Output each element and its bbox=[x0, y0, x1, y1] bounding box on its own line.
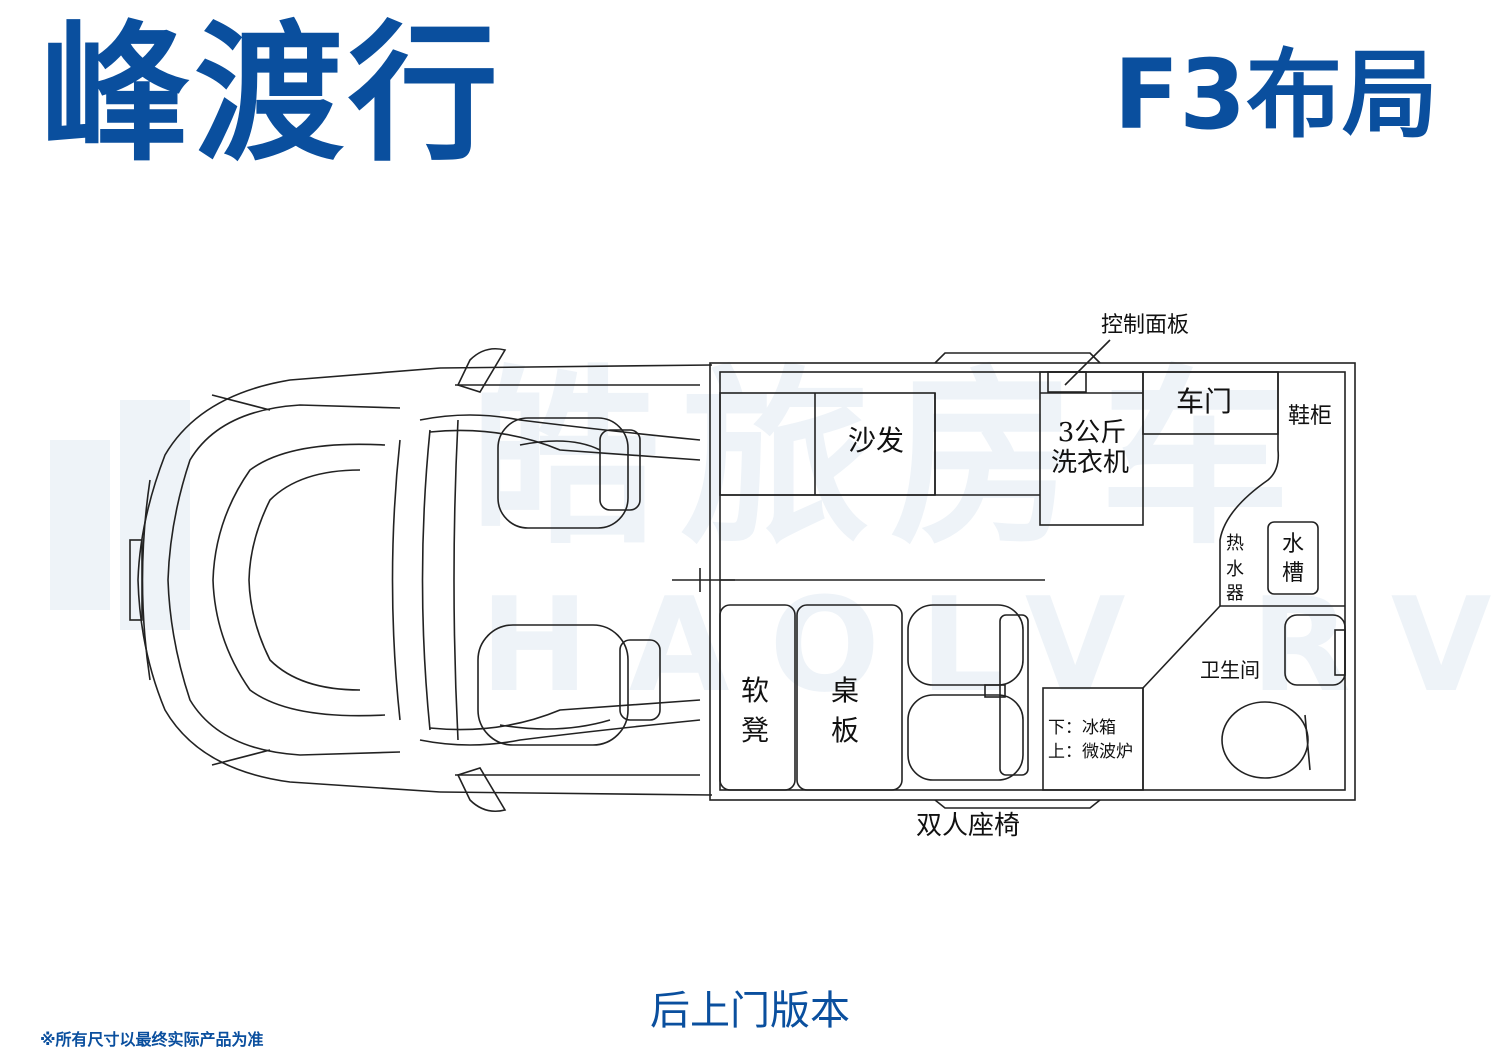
label-table-1: 桌 bbox=[831, 674, 859, 707]
label-stool-2: 凳 bbox=[741, 714, 769, 747]
label-sink-2: 槽 bbox=[1282, 561, 1304, 586]
layout-title: F3布局 bbox=[1113, 39, 1438, 151]
label-water-heater-3: 器 bbox=[1226, 583, 1244, 604]
label-washer-line1: 3公斤 bbox=[1058, 418, 1127, 448]
label-washer-line2: 洗衣机 bbox=[1051, 448, 1129, 478]
disclaimer-text: ※所有尺寸以最终实际产品为准 bbox=[40, 1030, 264, 1049]
label-sofa: 沙发 bbox=[848, 424, 904, 457]
watermark-logo-block bbox=[50, 400, 190, 630]
label-fridge: 下：冰箱 bbox=[1048, 718, 1116, 738]
label-stool-1: 软 bbox=[741, 674, 769, 707]
side-mirror bbox=[456, 347, 507, 813]
camper-box bbox=[709, 339, 1356, 809]
version-label: 后上门版本 bbox=[650, 988, 850, 1034]
brand-title: 峰渡行 bbox=[40, 8, 503, 182]
label-sink-1: 水 bbox=[1282, 532, 1304, 557]
label-water-heater-2: 水 bbox=[1226, 559, 1244, 580]
label-shoe-cabinet: 鞋柜 bbox=[1288, 404, 1332, 429]
label-table-2: 板 bbox=[831, 714, 859, 747]
label-control-panel: 控制面板 bbox=[1101, 313, 1189, 338]
label-water-heater-1: 热 bbox=[1226, 533, 1244, 554]
label-door: 车门 bbox=[1176, 385, 1232, 418]
label-bathroom: 卫生间 bbox=[1200, 658, 1260, 682]
vehicle-cab bbox=[129, 364, 735, 796]
label-double-seat: 双人座椅 bbox=[916, 811, 1020, 841]
label-microwave: 上：微波炉 bbox=[1048, 742, 1133, 762]
